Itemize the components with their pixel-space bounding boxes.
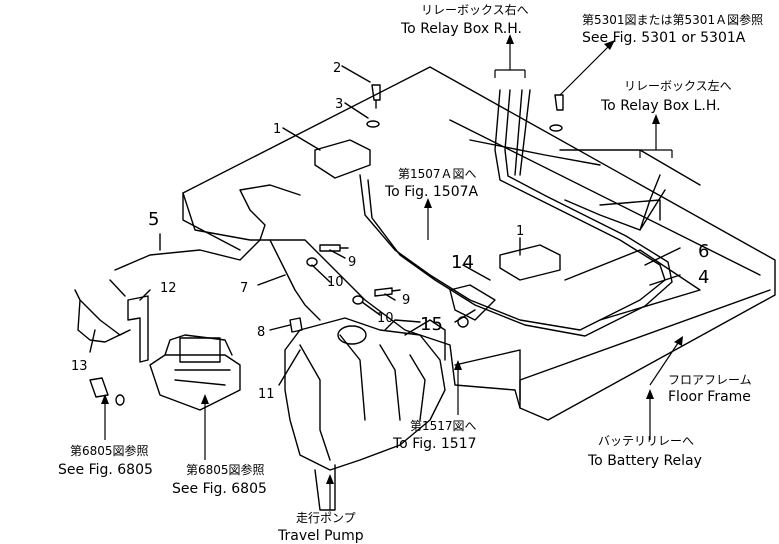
part-number-15: 15 — [420, 314, 443, 335]
fig6805-left-jp: 第6805図参照 — [70, 443, 149, 458]
arrow-relay-lh — [639, 120, 673, 158]
washer-5301 — [549, 124, 563, 132]
main-harness-a — [359, 89, 666, 331]
bolt-9a — [319, 244, 349, 252]
harness-5 — [114, 184, 301, 271]
relay-rh-en: To Relay Box R.H. — [400, 21, 522, 37]
part-number-10a: 10 — [327, 275, 344, 290]
fig1507a-en: To Fig. 1507A — [384, 184, 479, 200]
part-number-4: 4 — [698, 267, 709, 288]
part-number-8: 8 — [257, 325, 265, 340]
part-number-7: 7 — [240, 281, 248, 296]
arrow-fig5301 — [559, 44, 611, 96]
floor-frame-jp: フロアフレーム — [668, 373, 752, 387]
floor-frame-inner2 — [454, 139, 601, 401]
left-harness — [74, 289, 131, 343]
fig6805-left-en: See Fig. 6805 — [58, 462, 153, 478]
lh-harness — [564, 174, 666, 231]
battery-relay-jp: バッテリリレーへ — [598, 434, 694, 448]
arrow-relay-rh — [494, 40, 526, 78]
fig5301-jp: 第5301図または第5301Ａ図参照 — [582, 12, 763, 27]
relay-box-drawing — [149, 334, 241, 411]
leader-lines — [89, 65, 681, 386]
fig6805-mid-en: See Fig. 6805 — [172, 481, 267, 497]
floor-frame-inner — [449, 119, 761, 321]
floor-frame-outline — [182, 66, 776, 421]
fig6805-mid-jp: 第6805図参照 — [186, 462, 265, 477]
harness-7 — [269, 239, 321, 321]
washer-13 — [115, 394, 125, 406]
bolt-5301 — [554, 94, 564, 111]
part-number-3: 3 — [335, 97, 343, 112]
part-number-6: 6 — [698, 241, 709, 262]
part-number-9a: 9 — [348, 255, 356, 270]
travel-pump-en: Travel Pump — [277, 528, 364, 544]
travel-pump-drawing — [284, 317, 446, 511]
bolt-2 — [371, 84, 381, 109]
connector-15 — [449, 284, 496, 321]
fig1517-en: To Fig. 1517 — [392, 436, 477, 452]
relay-lh-en: To Relay Box L.H. — [600, 98, 721, 114]
arrow-floor-frame — [649, 339, 681, 386]
floor-frame-en: Floor Frame — [668, 389, 751, 405]
left-bracket — [127, 295, 149, 363]
fig5301-en: See Fig. 5301 or 5301A — [582, 30, 746, 46]
washer-10a — [306, 257, 318, 267]
connector-block-1a — [314, 139, 371, 179]
battery-relay-en: To Battery Relay — [587, 453, 702, 469]
part-number-1a: 1 — [273, 122, 281, 137]
washer-10b — [352, 295, 364, 305]
connector-block-1b — [499, 244, 561, 281]
bolt-9b — [374, 287, 401, 297]
bolt-13 — [89, 377, 109, 398]
clip-8 — [289, 317, 303, 333]
main-harness-c — [514, 89, 531, 176]
fig1507a-jp: 第1507Ａ図へ — [398, 167, 477, 181]
part-number-2: 2 — [333, 61, 341, 76]
part-number-11: 11 — [258, 387, 275, 402]
relay-lh-jp: リレーボックス左へ — [624, 78, 732, 93]
part-number-12: 12 — [160, 281, 177, 296]
part-number-5: 5 — [148, 209, 159, 230]
relay-rh-jp: リレーボックス右へ — [421, 2, 529, 17]
main-harness-b — [367, 89, 673, 337]
part-number-13: 13 — [71, 359, 88, 374]
part-number-1b: 1 — [516, 224, 524, 239]
part-number-14: 14 — [451, 252, 474, 273]
travel-pump-jp: 走行ポンプ — [296, 511, 356, 525]
part-number-9b: 9 — [402, 293, 410, 308]
washer-3 — [366, 120, 380, 128]
fig1517-jp: 第1517図へ — [410, 419, 477, 433]
part-number-10b: 10 — [377, 311, 394, 326]
